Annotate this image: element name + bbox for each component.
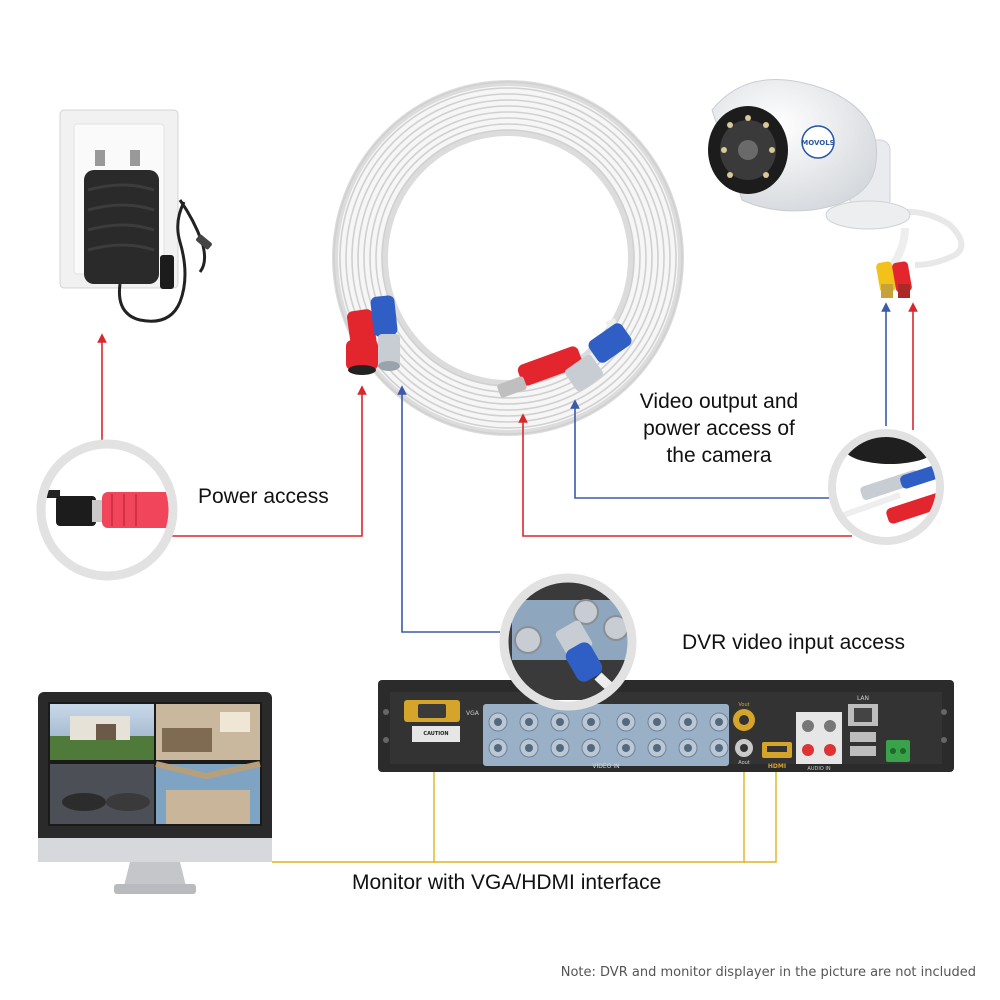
- camera-access-line-3: the camera: [666, 444, 772, 467]
- bnc-port-pin: [494, 718, 502, 726]
- bnc-port-pin: [653, 718, 661, 726]
- camera-access-line-1: Video output and: [639, 390, 799, 413]
- power-plug-zoom: [36, 439, 178, 581]
- dvr-hdmi-label: HDMI: [768, 763, 786, 770]
- dvr-bnc-zoom: [499, 573, 637, 711]
- power-lines: [97, 302, 918, 537]
- bnc-port-pin: [622, 744, 630, 752]
- coiled-cable-icon: [332, 80, 684, 436]
- dvr-vout-label: Vout: [738, 702, 749, 708]
- dvr-lan-label: LAN: [857, 695, 869, 702]
- monitor-icon: [38, 692, 272, 894]
- camera-connector-zoom: [828, 429, 944, 545]
- bnc-port-pin: [587, 718, 595, 726]
- monitor-interface-label: Monitor with VGA/HDMI interface: [352, 871, 662, 894]
- footnote: Note: DVR and monitor displayer in the p…: [560, 965, 976, 980]
- camera-access-line-2: power access of: [643, 417, 795, 440]
- dvr-caution-label: CAUTION: [423, 731, 448, 737]
- dvr-video-in-label: VIDEO IN: [592, 763, 619, 770]
- dvr-input-label: DVR video input access: [682, 631, 905, 654]
- camera-access-label: Video output and power access of the cam…: [624, 388, 814, 469]
- bnc-port-pin: [715, 744, 723, 752]
- camera-brand: MOVOLS: [801, 139, 834, 147]
- bnc-port-pin: [684, 718, 692, 726]
- dvr-vga-label: VGA: [466, 710, 480, 717]
- dvr-recorder-icon: VGA CAUTION VIDEO IN Vout Aout HDMI AUDI…: [378, 680, 954, 772]
- bnc-port-pin: [653, 744, 661, 752]
- wall-socket-adapter-icon: [59, 109, 212, 323]
- bnc-port-pin: [556, 718, 564, 726]
- security-camera-icon: MOVOLS: [708, 79, 965, 298]
- bnc-port-pin: [556, 744, 564, 752]
- video-in-ports: [488, 712, 729, 758]
- display-lines: [272, 734, 777, 863]
- power-access-label: Power access: [198, 485, 329, 508]
- bnc-port-pin: [715, 718, 723, 726]
- bnc-port-pin: [587, 744, 595, 752]
- video-lines: [397, 302, 891, 633]
- bnc-port-pin: [622, 718, 630, 726]
- dvr-audio-in-label: AUDIO IN: [807, 766, 830, 772]
- bnc-port-pin: [525, 744, 533, 752]
- dvr-aout-label: Aout: [738, 760, 750, 766]
- bnc-port-pin: [684, 744, 692, 752]
- bnc-port-pin: [525, 718, 533, 726]
- bnc-port-pin: [494, 744, 502, 752]
